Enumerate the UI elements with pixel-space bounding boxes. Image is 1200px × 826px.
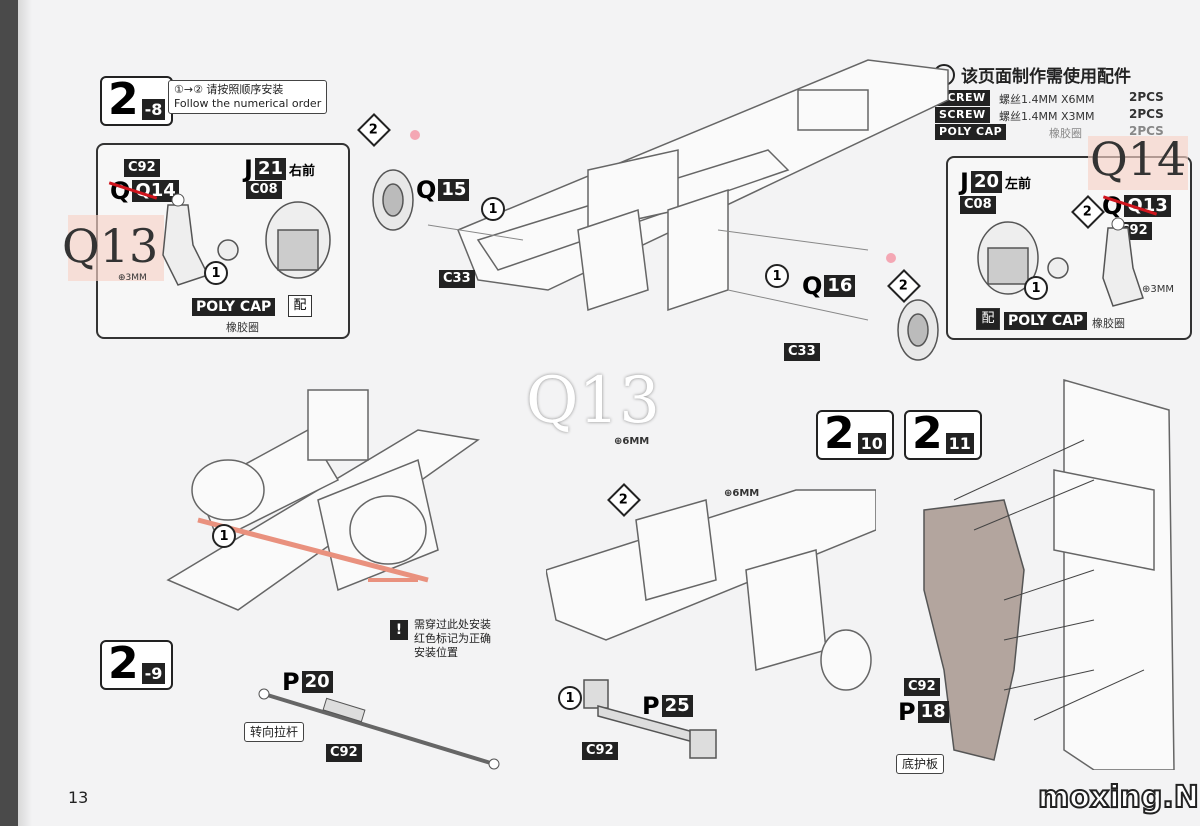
order-note-en: Follow the numerical order [174, 97, 322, 110]
part-q15: Q 15 [416, 178, 470, 202]
step-marker-1: 1 [765, 264, 789, 288]
screw-6mm-label-a: ⊕6MM [614, 436, 650, 447]
warning-icon: ! [390, 620, 408, 640]
parts-qty: 2PCS [1129, 107, 1164, 121]
step-sub: -8 [141, 99, 166, 120]
part-p18: P 18 [898, 700, 949, 724]
chassis-illustration-top [372, 59, 949, 361]
pei-badge: 配 [976, 308, 1000, 330]
part-c33-upper: C33 [439, 270, 475, 288]
chassis-illustration-2-9 [166, 389, 480, 611]
parts-list-header: ⚙ 该页面制作需使用配件 [933, 62, 1131, 87]
warning-text: 需穿过此处安装 红色标记为正确 安装位置 [414, 618, 491, 659]
part-c92: C92 [904, 678, 940, 696]
manual-page: 2 -8 ①→② 请按照顺序安装 Follow the numerical or… [18, 0, 1200, 826]
parts-list-row-1: SCREW 螺丝1.4MM X6MM 2PCS [933, 90, 1173, 106]
overlay-highlight [68, 215, 164, 281]
tie-rod-label: 转向拉杆 [244, 722, 305, 742]
page-edge-shadow [18, 0, 32, 826]
step-marker-1: 1 [1024, 276, 1048, 300]
part-j21: J 21 右前 [244, 155, 316, 183]
side-label: 右前 [289, 163, 316, 179]
skid-plate-illustration [923, 379, 1175, 770]
step-2-9-badge: 2 -9 [100, 640, 174, 690]
brake-disc-left [372, 169, 414, 231]
step-marker-1: 1 [481, 197, 505, 221]
part-c08: C08 [246, 181, 282, 199]
screw-3mm-label: ⊕3MM [1142, 284, 1175, 295]
step-marker-1: 1 [212, 524, 236, 548]
parts-list-title: 该页面制作需使用配件 [961, 67, 1131, 87]
parts-qty: 2PCS [1129, 124, 1164, 138]
parts-list-row-2: SCREW 螺丝1.4MM X3MM 2PCS [933, 107, 1173, 123]
step-2-8-badge: 2 -8 [100, 74, 174, 126]
part-c33-lower: C33 [784, 343, 820, 361]
screw-6mm-label-b: ⊕6MM [724, 488, 760, 499]
overlay-label-q13: Q13 [62, 219, 159, 273]
pei-badge: 配 [288, 295, 312, 317]
polycap-cn: 橡胶圈 [1092, 317, 1125, 330]
overlay-label-q14: Q14 [1090, 132, 1187, 186]
overlay-highlight [1088, 136, 1188, 190]
chassis-illustration-2-10 [546, 489, 876, 691]
parts-desc: 螺丝1.4MM X6MM [999, 93, 1095, 106]
watermark: moxing.NET [1037, 779, 1200, 816]
order-note: ①→② 请按照顺序安装 Follow the numerical order [168, 80, 328, 114]
knuckle-and-disc-left [162, 193, 331, 286]
part-p20: P 20 [282, 670, 333, 694]
step-2-11-badge: 2 11 [904, 410, 982, 460]
skid-plate [923, 499, 1025, 761]
page-number: 13 [68, 788, 89, 807]
polycap-label: POLY CAP [1004, 312, 1088, 330]
left-inset: C92 Q Q14 Q13 J 21 右前 C08 1 POLY CAP 配 [62, 143, 350, 339]
part-c08: C08 [960, 196, 996, 214]
knuckle-and-disc-right [977, 218, 1144, 307]
parts-type: POLY CAP [935, 124, 1007, 140]
polycap-cn: 橡胶圈 [226, 321, 259, 334]
parts-desc: 橡胶圈 [1049, 127, 1082, 140]
part-c92: C92 [582, 742, 618, 760]
part-j20: J 20 左前 [960, 168, 1032, 196]
overlay-label-q13-center: Q13 [526, 364, 660, 438]
screw-3mm-label: ⊕3MM [118, 273, 147, 283]
parts-list-row-3: POLY CAP 橡胶圈 2PCS [933, 124, 1173, 140]
side-label: 左前 [1005, 176, 1032, 192]
step-marker-1: 1 [204, 261, 228, 285]
order-note-cn: ①→② 请按照顺序安装 [174, 83, 284, 96]
part-c92: C92 [326, 744, 362, 762]
right-inset: J 20 左前 C08 2 Q Q13 Q14 C92 1 ⊕3MM 配 POL… [946, 132, 1192, 340]
part-c92: C92 [124, 159, 160, 177]
polycap-label: POLY CAP [192, 298, 276, 316]
step-2-10-badge: 2 10 [816, 410, 894, 460]
step-marker-1: 1 [558, 686, 582, 710]
part-q16: Q 16 [802, 274, 856, 298]
tie-rod [258, 688, 500, 770]
step-number: 2 [108, 74, 139, 125]
part-p25: P 25 [642, 694, 693, 718]
brake-disc-right [897, 299, 939, 361]
parts-qty: 2PCS [1129, 90, 1164, 104]
parts-list: ⚙ 该页面制作需使用配件 SCREW 螺丝1.4MM X6MM 2PCS SCR… [933, 62, 1173, 142]
parts-type: SCREW [935, 107, 990, 123]
parts-desc: 螺丝1.4MM X3MM [999, 110, 1095, 123]
skid-plate-label: 底护板 [896, 754, 945, 774]
bracket-p25 [583, 679, 717, 759]
